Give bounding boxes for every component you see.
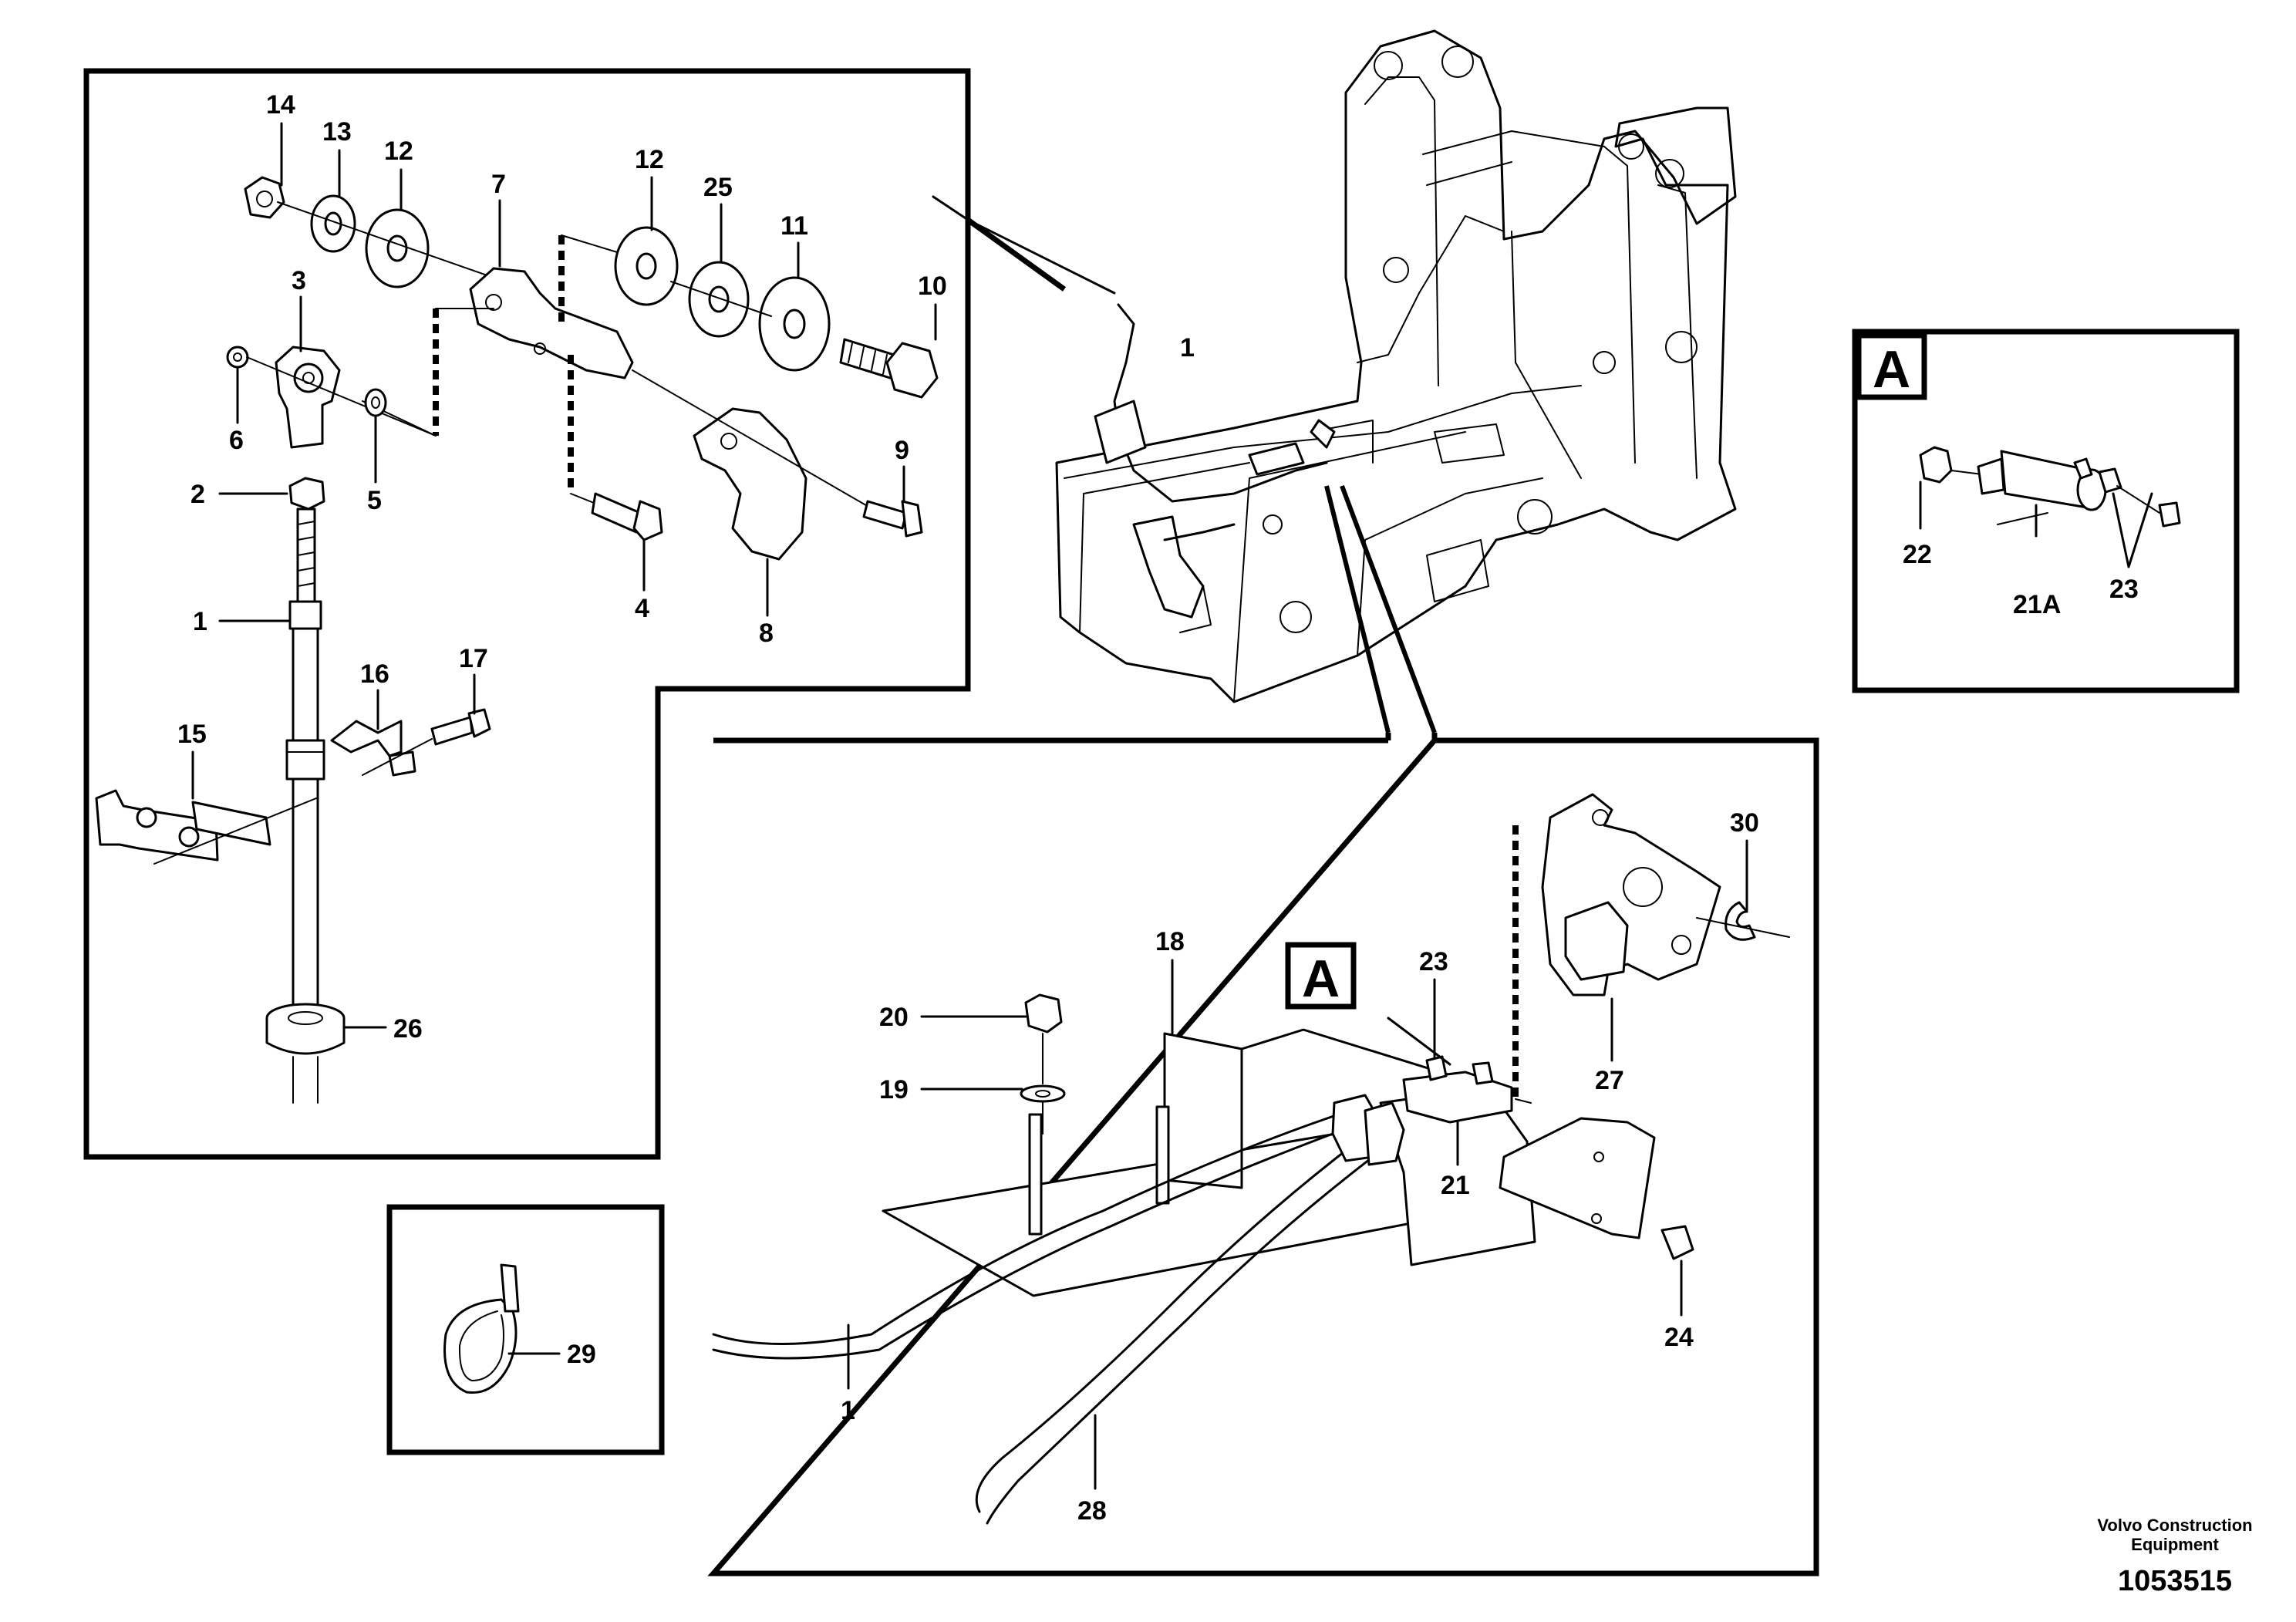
detail-box-a-tag (1856, 332, 1927, 400)
cable-tie (443, 1263, 561, 1394)
cable-bracket-parts (712, 793, 1790, 1525)
callout-1: 1 (193, 607, 207, 636)
drawing-number: 1053515 (2118, 1565, 2232, 1597)
callout-21A: 21A (2013, 590, 2061, 619)
machine-frame (1055, 29, 1737, 703)
callout-21: 21 (1441, 1171, 1470, 1200)
detail-a-parts (1919, 446, 2181, 568)
callout-30: 30 (1730, 808, 1759, 838)
callout-2: 2 (190, 480, 205, 509)
detail-a-reference-tag (1285, 942, 1357, 1010)
company-name-line2: Equipment (2131, 1535, 2219, 1554)
callout-1: 1 (1180, 333, 1195, 363)
callout-7: 7 (491, 170, 506, 199)
callout-4: 4 (635, 594, 649, 623)
leaders-lower (847, 839, 1748, 1490)
callout-23: 23 (2109, 575, 2139, 604)
callout-11: 11 (781, 211, 808, 241)
callout-8: 8 (759, 619, 774, 648)
callout-13: 13 (322, 117, 352, 147)
callout-26: 26 (393, 1014, 423, 1044)
footer: Volvo Construction Equipment 1053515 (2097, 1516, 2252, 1597)
callout-15: 15 (177, 720, 207, 749)
callout-1: 1 (841, 1396, 855, 1425)
throttle-linkage-parts (95, 176, 939, 1104)
callout-3: 3 (292, 266, 306, 295)
callout-23: 23 (1419, 947, 1448, 976)
detail-box-throttle-linkage (83, 68, 1067, 1160)
company-name-line1: Volvo Construction (2097, 1516, 2252, 1535)
callout-18: 18 (1155, 927, 1185, 956)
callout-6: 6 (229, 426, 244, 455)
detail-box-cable-tie (386, 1204, 665, 1455)
callout-27: 27 (1595, 1066, 1624, 1095)
callout-16: 16 (360, 659, 389, 689)
detail-a-reference-letter: A (1302, 949, 1340, 1008)
detail-box-a-letter: A (1873, 340, 1910, 399)
callout-25: 25 (703, 173, 733, 202)
callout-10: 10 (918, 271, 947, 301)
callout-5: 5 (367, 486, 382, 515)
callout-29: 29 (567, 1340, 596, 1369)
callout-12: 12 (635, 145, 664, 174)
leaders-upper-left (191, 122, 937, 1029)
callout-20: 20 (879, 1003, 909, 1032)
callout-labels: 14 13 12 7 12 25 11 10 3 6 9 2 5 1 4 8 1… (177, 90, 2139, 1526)
detail-box-a (1852, 329, 2240, 693)
callout-9: 9 (895, 436, 909, 465)
callout-17: 17 (459, 644, 488, 673)
callout-12: 12 (384, 137, 413, 166)
callout-22: 22 (1903, 540, 1932, 569)
callout-19: 19 (879, 1075, 909, 1104)
detail-box-cable-bracket (707, 737, 1819, 1576)
callout-28: 28 (1077, 1496, 1107, 1526)
callout-14: 14 (266, 90, 295, 120)
callout-24: 24 (1664, 1323, 1694, 1352)
